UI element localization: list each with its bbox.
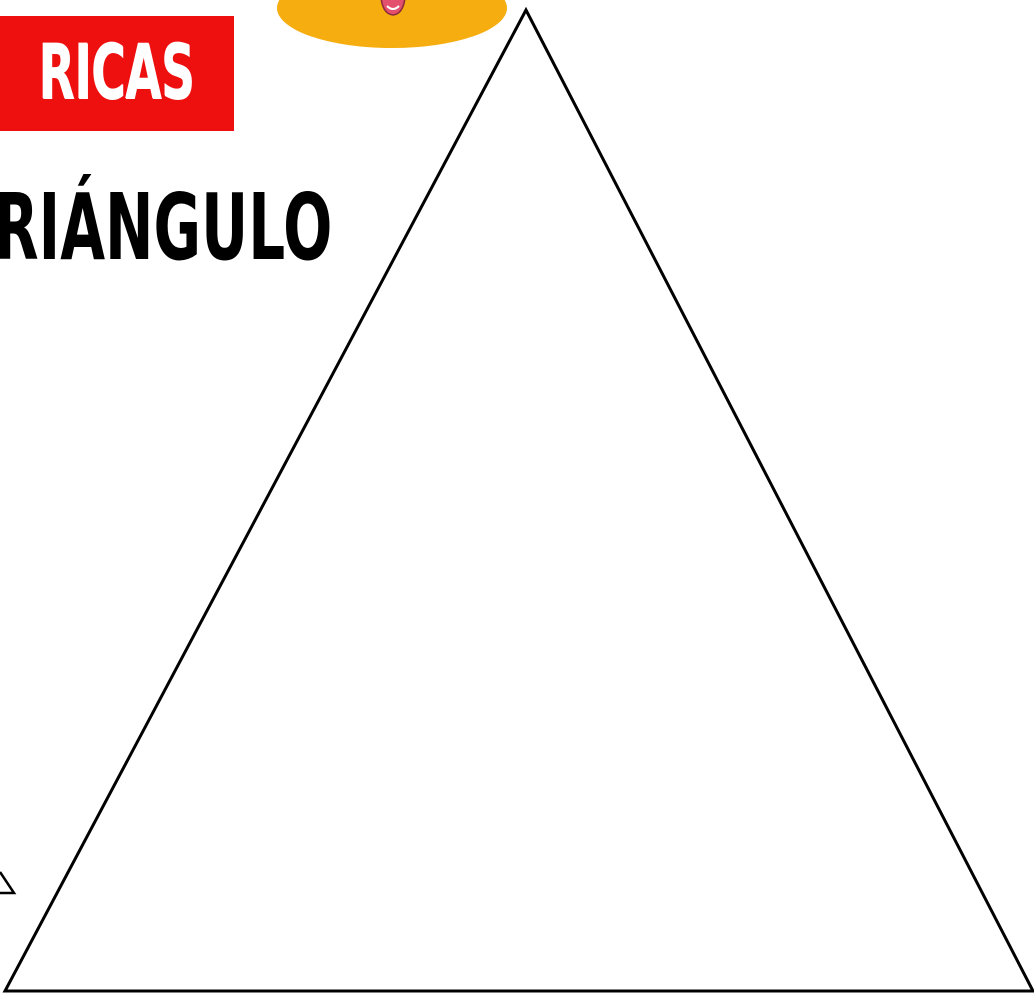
yellow-oval xyxy=(277,0,507,48)
large-triangle xyxy=(2,6,1034,993)
title-banner: RICAS xyxy=(0,16,234,131)
small-triangle-icon xyxy=(0,871,17,895)
mascot-icon xyxy=(380,0,406,16)
banner-label: RICAS xyxy=(38,27,194,116)
page-title: RIÁNGULO xyxy=(0,174,333,281)
oval-decoration xyxy=(277,0,507,48)
